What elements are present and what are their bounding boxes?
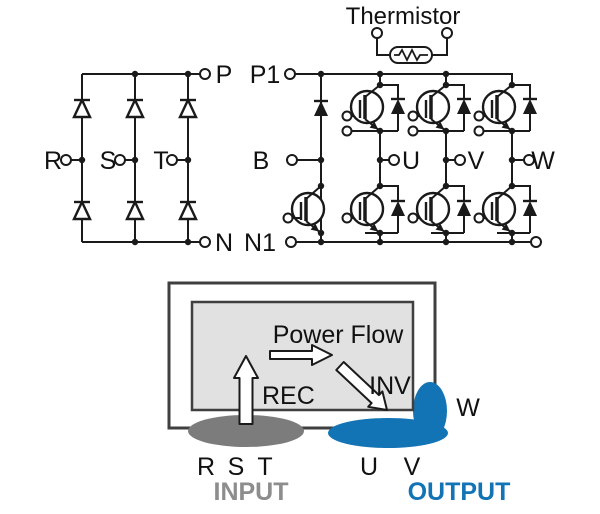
- phase-label-v: V: [404, 453, 421, 481]
- inv-arrow-icon: [335, 361, 388, 411]
- rectifier-diode: [125, 98, 145, 119]
- terminal-label-w: W: [531, 147, 555, 175]
- junction-dot: [317, 70, 325, 78]
- junction-dot: [184, 156, 192, 164]
- thermistor-wires: [376, 38, 448, 56]
- phase-label-w: W: [456, 394, 480, 422]
- terminal-label-b: B: [253, 147, 270, 175]
- power-flow-arrow-icon: [269, 344, 333, 366]
- rec-label: REC: [262, 382, 315, 410]
- power-flow-title: Power Flow: [273, 321, 405, 349]
- input-blob: [188, 415, 304, 447]
- junction-dot: [508, 156, 516, 164]
- junction-dot: [78, 156, 86, 164]
- terminal-label-p1: P1: [250, 61, 281, 89]
- phase-label-r: R: [197, 453, 215, 481]
- brake-diode: [314, 101, 328, 116]
- phase-label-s: S: [228, 453, 245, 481]
- inverter-circuit: P1 N1 B U V W: [244, 61, 555, 257]
- terminal-n1-aux: [530, 236, 542, 248]
- junction-dot: [376, 156, 384, 164]
- terminal-label-r: R: [44, 147, 62, 175]
- terminal-u: [388, 154, 400, 166]
- output-label: OUTPUT: [408, 478, 511, 506]
- terminal-label-n1: N1: [244, 229, 276, 257]
- junction-dot: [131, 238, 139, 246]
- junction-dot: [442, 156, 450, 164]
- rectifier-diode: [72, 98, 92, 119]
- junction-dot: [184, 70, 192, 78]
- thermistor-label: Thermistor: [346, 3, 461, 30]
- rectifier-diode: [178, 98, 198, 119]
- terminal-label-p: P: [216, 61, 233, 89]
- junction-dot: [131, 156, 139, 164]
- input-label: INPUT: [214, 478, 289, 506]
- terminal-label-n: N: [215, 229, 233, 257]
- junction-dot: [442, 238, 450, 246]
- inv-label: INV: [369, 372, 411, 400]
- terminal-r: [60, 154, 72, 166]
- rec-arrow-icon: [233, 355, 259, 425]
- output-blob-w-lobe: [413, 382, 447, 440]
- terminal-s: [114, 154, 126, 166]
- igbt-bottom-u: [340, 158, 407, 244]
- terminal-p1: [284, 68, 296, 80]
- junction-dot: [131, 70, 139, 78]
- junction-dot: [376, 238, 384, 246]
- phase-label-u: U: [360, 453, 378, 481]
- thermistor-zigzag-icon: [394, 47, 428, 63]
- rectifier-diode: [178, 200, 198, 221]
- terminal-w: [523, 154, 535, 166]
- thermistor: Thermistor: [346, 3, 461, 64]
- terminal-label-t: T: [153, 147, 168, 175]
- junction-dot: [317, 156, 325, 164]
- junction-dot: [508, 238, 516, 246]
- igbt-top-u: [340, 72, 407, 162]
- power-flow-diagram: Power Flow REC INV W R S T U V INPUT OUT…: [167, 281, 511, 506]
- thermistor-terminal: [371, 27, 383, 39]
- thermistor-terminal: [441, 27, 453, 39]
- terminal-n1: [285, 236, 297, 248]
- terminal-label-u: U: [402, 147, 420, 175]
- terminal-label-s: S: [100, 147, 117, 175]
- rectifier-diode: [72, 200, 92, 221]
- junction-dot: [184, 238, 192, 246]
- junction-dot: [442, 70, 450, 78]
- terminal-n: [199, 236, 211, 248]
- igbt-brake: [281, 181, 326, 238]
- rectifier-diode: [125, 200, 145, 221]
- junction-dot: [317, 238, 325, 246]
- rectifier-circuit: R S T P N: [44, 61, 233, 257]
- junction-dot: [376, 70, 384, 78]
- phase-label-t: T: [257, 453, 272, 481]
- terminal-label-v: V: [468, 147, 485, 175]
- terminal-b: [286, 154, 298, 166]
- terminal-v: [454, 154, 466, 166]
- terminal-p: [199, 68, 211, 80]
- terminal-t: [166, 154, 178, 166]
